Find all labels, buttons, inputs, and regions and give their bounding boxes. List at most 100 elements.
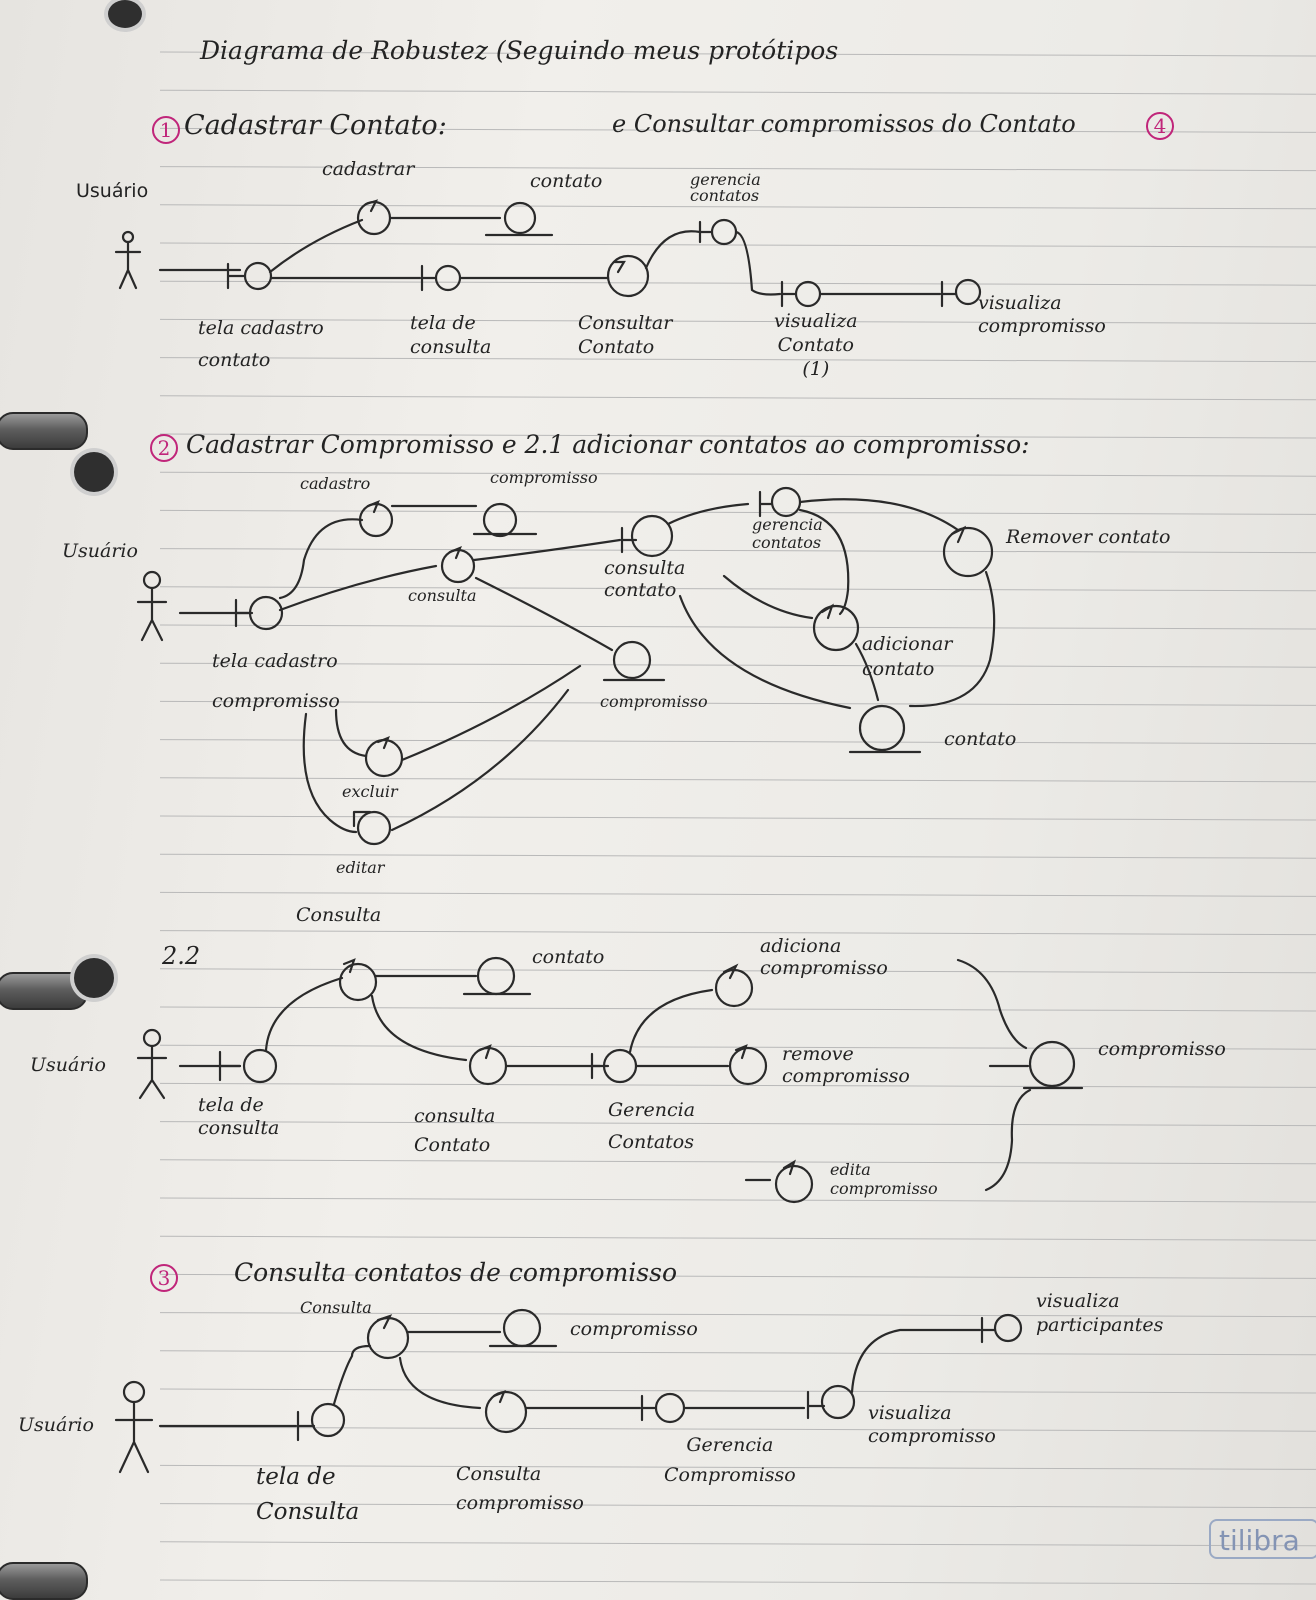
ruled-line (159, 1273, 1316, 1279)
section22-control-consulta (338, 958, 378, 1002)
binder-hole (74, 958, 114, 998)
section2-actor (136, 570, 168, 642)
section2-link (334, 708, 368, 758)
section2-control-adicionar (812, 603, 860, 652)
section2-control-excluir (364, 736, 404, 778)
section1-label-gerencia: gerencia contatos (690, 170, 761, 205)
section1-boundary-tela-consulta (420, 264, 462, 292)
section22-control-remove (728, 1044, 768, 1086)
section1-actor (114, 230, 142, 290)
section22-boundary-tela (218, 1048, 278, 1084)
section3-label-visualiza-compromisso: visualiza compromisso (868, 1402, 996, 1447)
section1-boundary-tela-cadastro (226, 261, 273, 291)
section1-label-consultar: Consultar Contato (578, 312, 673, 358)
ruled-line (159, 1235, 1316, 1241)
section2-label-contato: contato (944, 728, 1017, 750)
section2-actor-label: Usuário (62, 540, 138, 562)
ruled-line (159, 1197, 1316, 1203)
section22-link (984, 1088, 1032, 1192)
section22-boundary-gerencia (590, 1048, 638, 1084)
section3-boundary-visualiza-participantes (980, 1313, 1023, 1344)
section2-label-cadastro: cadastro (300, 474, 371, 493)
section22-entity-compromisso (1022, 1040, 1084, 1090)
section1-boundary-visualiza-compromisso (940, 278, 982, 308)
section1-actor-label: Usuário (76, 180, 149, 202)
ruled-line (159, 891, 1316, 897)
ruled-line (159, 471, 1316, 477)
section3-link (850, 1328, 982, 1394)
section3-boundary-visualiza-compromisso (806, 1384, 856, 1420)
ruled-line (159, 318, 1316, 324)
section22-actor (136, 1028, 168, 1100)
section1-control-consultar (606, 254, 650, 298)
ruled-line (159, 1121, 1316, 1127)
section3-label-consulta-compromisso: Consulta compromisso (456, 1463, 584, 1514)
ruled-line (159, 1159, 1316, 1165)
section2-boundary-consulta-contato (620, 514, 674, 558)
section2-link (798, 498, 960, 532)
ruled-line (159, 280, 1316, 286)
section3-boundary-gerencia (640, 1392, 686, 1424)
binder-hole (74, 452, 114, 492)
section22-actor-label: Usuário (30, 1054, 106, 1076)
section2-link (908, 570, 996, 708)
ruled-line (159, 1006, 1316, 1012)
ruled-line (159, 1044, 1316, 1050)
section22-label-remove: remove compromisso (782, 1043, 910, 1087)
brand-logo: tilibra (1209, 1519, 1316, 1559)
section22-link (370, 994, 468, 1062)
section2-link (854, 642, 880, 702)
section1-label-visualiza-contato: visualiza Contato (1) (774, 310, 858, 380)
binder-ring (0, 972, 88, 1010)
section2-boundary-gerencia (758, 486, 802, 518)
section2-label-remover: Remover contato (1006, 526, 1171, 548)
section3-link (398, 1356, 482, 1410)
section2-control-cadastro (358, 500, 394, 538)
section1-label-visualiza-compromisso: visualiza compromisso (978, 292, 1106, 337)
ruled-line (159, 586, 1316, 592)
section2-link (666, 502, 750, 526)
ruled-line (159, 853, 1316, 859)
section2-link (390, 688, 570, 832)
section3-number: 3 (150, 1264, 178, 1292)
section3-label-gerencia: Gerencia Compromisso (664, 1434, 796, 1487)
ruled-line (159, 1082, 1316, 1088)
ruled-line (159, 1312, 1316, 1318)
ruled-line (159, 166, 1316, 172)
section2-link (472, 538, 622, 562)
ruled-line (159, 815, 1316, 821)
section22-link (264, 976, 344, 1052)
section22-heading: Consulta (296, 904, 382, 926)
ruled-line (159, 1426, 1316, 1432)
ruled-line (159, 127, 1316, 133)
section2-label-compromisso-top: compromisso (490, 468, 598, 487)
section1-number: 1 (152, 116, 180, 144)
section22-control-consulta-contato (468, 1044, 508, 1086)
section1-boundary-gerencia (698, 218, 738, 246)
section22-label-contato: contato (532, 946, 605, 968)
section2-label-excluir: excluir (342, 782, 398, 801)
section22-label-compromisso: compromisso (1098, 1038, 1226, 1060)
binder-ring (0, 1562, 88, 1600)
section2-boundary-tela (234, 595, 284, 631)
section1-boundary-visualiza-contato (780, 280, 822, 308)
section2-link (278, 518, 364, 600)
section22-entity-contato (462, 956, 532, 996)
section2-link (474, 576, 614, 652)
section22-label-gerencia: Gerencia Contatos (608, 1099, 696, 1154)
section2-entity-compromisso (602, 640, 666, 682)
ruled-line (159, 1503, 1316, 1509)
ruled-line (159, 242, 1316, 248)
ruled-line (159, 395, 1316, 401)
ruled-line (159, 548, 1316, 554)
ruled-line (159, 624, 1316, 630)
section22-link (628, 988, 714, 1054)
section3-label-tela: tela de Consulta (256, 1464, 360, 1525)
ruled-line (159, 700, 1316, 706)
section22-number: 2.2 (162, 942, 201, 970)
section2-control-remover (942, 525, 994, 578)
section1-link (644, 230, 702, 270)
section2-label-editar: editar (336, 858, 385, 877)
